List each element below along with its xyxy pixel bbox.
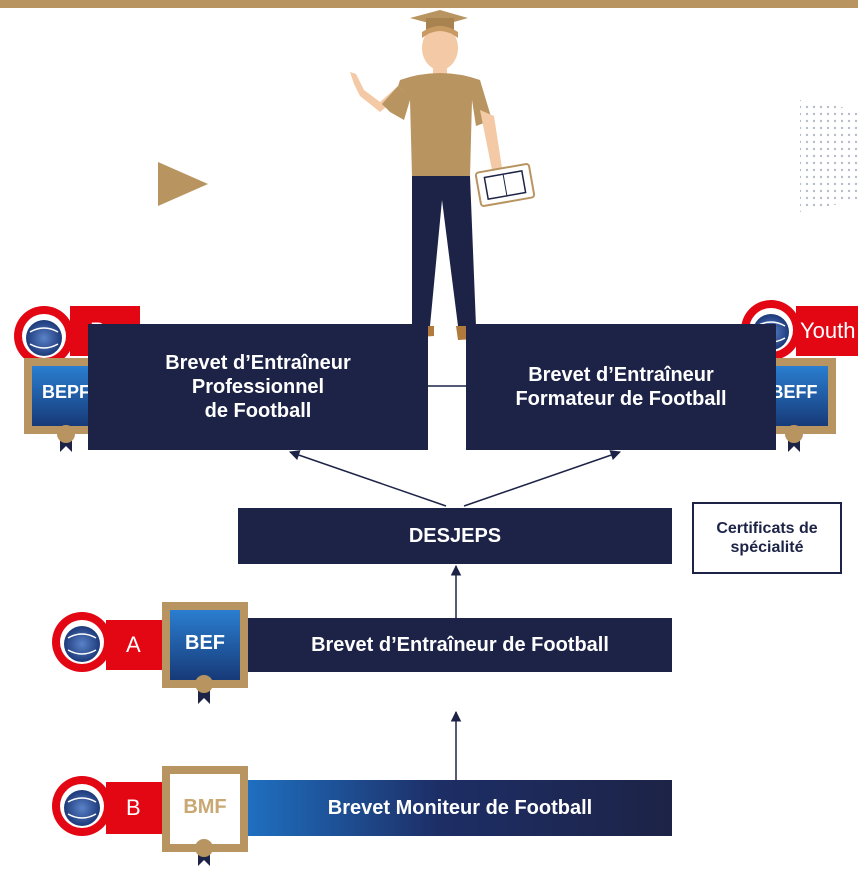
uefa-logo-icon (14, 306, 74, 366)
bmf-title: Brevet Moniteur de Football (327, 797, 593, 819)
bepf-title: Brevet d’Entraîneur Professionnel de Foo… (165, 352, 351, 422)
certificats-title: Certificats de spécialité (716, 519, 818, 556)
level-ribbon-b: B (106, 782, 162, 834)
uefa-logo-icon (52, 776, 112, 836)
badge-code-beff: BEFF (770, 382, 818, 402)
level-label: A (126, 632, 141, 657)
badge-code-bef: BEF (185, 632, 225, 654)
level-ribbon-youth: Youth (796, 306, 858, 356)
desjeps-title: DESJEPS (408, 525, 502, 547)
beff-title: Brevet d’Entraîneur Formateur de Footbal… (515, 364, 727, 410)
play-triangle-icon (158, 162, 208, 206)
badge-code-bepf: BEPF (41, 382, 90, 402)
connectors (289, 385, 621, 780)
box-beff: Brevet d’Entraîneur Formateur de Footbal… (466, 324, 776, 450)
coach-illustration (350, 10, 536, 340)
dot-pattern (800, 100, 858, 212)
level-ribbon-a: A (106, 620, 162, 670)
diploma-badge-icon (162, 766, 248, 866)
box-desjeps: DESJEPS (238, 508, 672, 564)
box-certificats: Certificats de spécialité (692, 502, 842, 574)
level-label: Youth (800, 318, 856, 343)
uefa-logo-icon (52, 612, 112, 672)
bef-title: Brevet d’Entraîneur de Football (311, 634, 609, 656)
level-label: B (126, 795, 141, 820)
badge-code-bmf: BMF (183, 796, 227, 818)
top-gold-bar (0, 0, 858, 8)
diploma-badge-icon (162, 602, 248, 704)
box-bmf: Brevet Moniteur de Football (248, 780, 672, 836)
box-bef: Brevet d’Entraîneur de Football (248, 618, 672, 672)
box-bepf: Brevet d’Entraîneur Professionnel de Foo… (88, 324, 428, 450)
